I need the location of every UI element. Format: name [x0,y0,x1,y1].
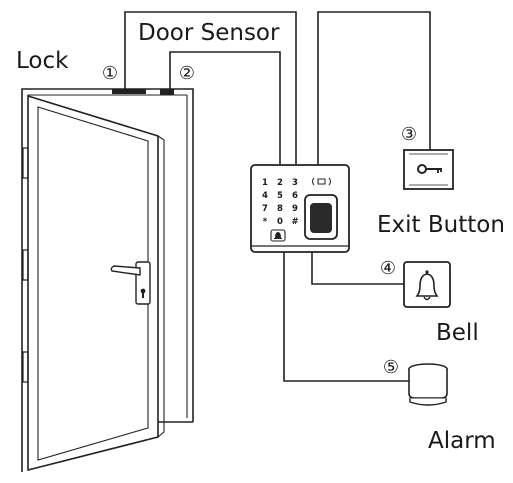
handle-keyhole [140,288,146,294]
hinge-bottom [22,351,29,383]
door-icon [21,88,194,472]
key-icon [417,164,442,174]
marker-1: ① [102,63,118,84]
wiring [124,11,431,382]
keypad-key: 5 [277,191,283,201]
alarm-label: Alarm [428,428,496,454]
keypad-key: 8 [277,204,283,214]
marker-5: ⑤ [383,357,399,378]
exit-button-label: Exit Button [377,212,505,238]
alarm-siren-icon [408,363,448,406]
door-leaf-inner [37,106,149,461]
keypad-key: 0 [277,217,283,227]
alarm-wire [283,252,410,382]
reader-bell-key-icon [270,229,286,242]
marker-4: ④ [380,258,396,279]
exit-button-icon [403,149,454,190]
door-frame [21,88,194,472]
access-control-reader-icon: 1 2 3 4 5 6 7 8 9 * 0 # [250,164,350,253]
hinge-middle [22,249,29,281]
keypad-key: 3 [292,178,298,188]
bell-icon [403,261,451,308]
fingerprint-window [310,203,332,233]
door-sensor-wire [169,51,281,165]
bell-label: Bell [436,320,479,346]
door-sensor-label: Door Sensor [138,20,280,46]
handle-keyhole-slot [142,292,144,298]
keypad: 1 2 3 4 5 6 7 8 9 * 0 # [262,178,299,227]
hinge-top [22,147,29,179]
keypad-key: 9 [292,204,298,214]
keypad-key: # [291,217,298,227]
door-handle-icon [110,261,151,305]
marker-2: ② [179,63,195,84]
keypad-key: 1 [262,178,268,188]
keypad-key: 7 [262,204,268,214]
alarm-dome [408,369,448,399]
lock-label: Lock [16,48,69,74]
keypad-key: * [263,217,268,227]
bell-shape [415,273,439,297]
door-sensor-body [160,89,174,95]
handle-lever [110,265,141,276]
lock-body [112,89,146,94]
keypad-key: 2 [277,178,283,188]
keypad-key: 4 [262,191,268,201]
door-leaf-edge [157,135,165,438]
bell-wire [311,252,404,285]
rfid-icon [312,177,331,186]
alarm-base [409,398,447,406]
keypad-key: 6 [292,191,298,201]
exit-button-wire [317,11,431,165]
lock-wire [124,11,297,165]
marker-3: ③ [401,124,417,145]
